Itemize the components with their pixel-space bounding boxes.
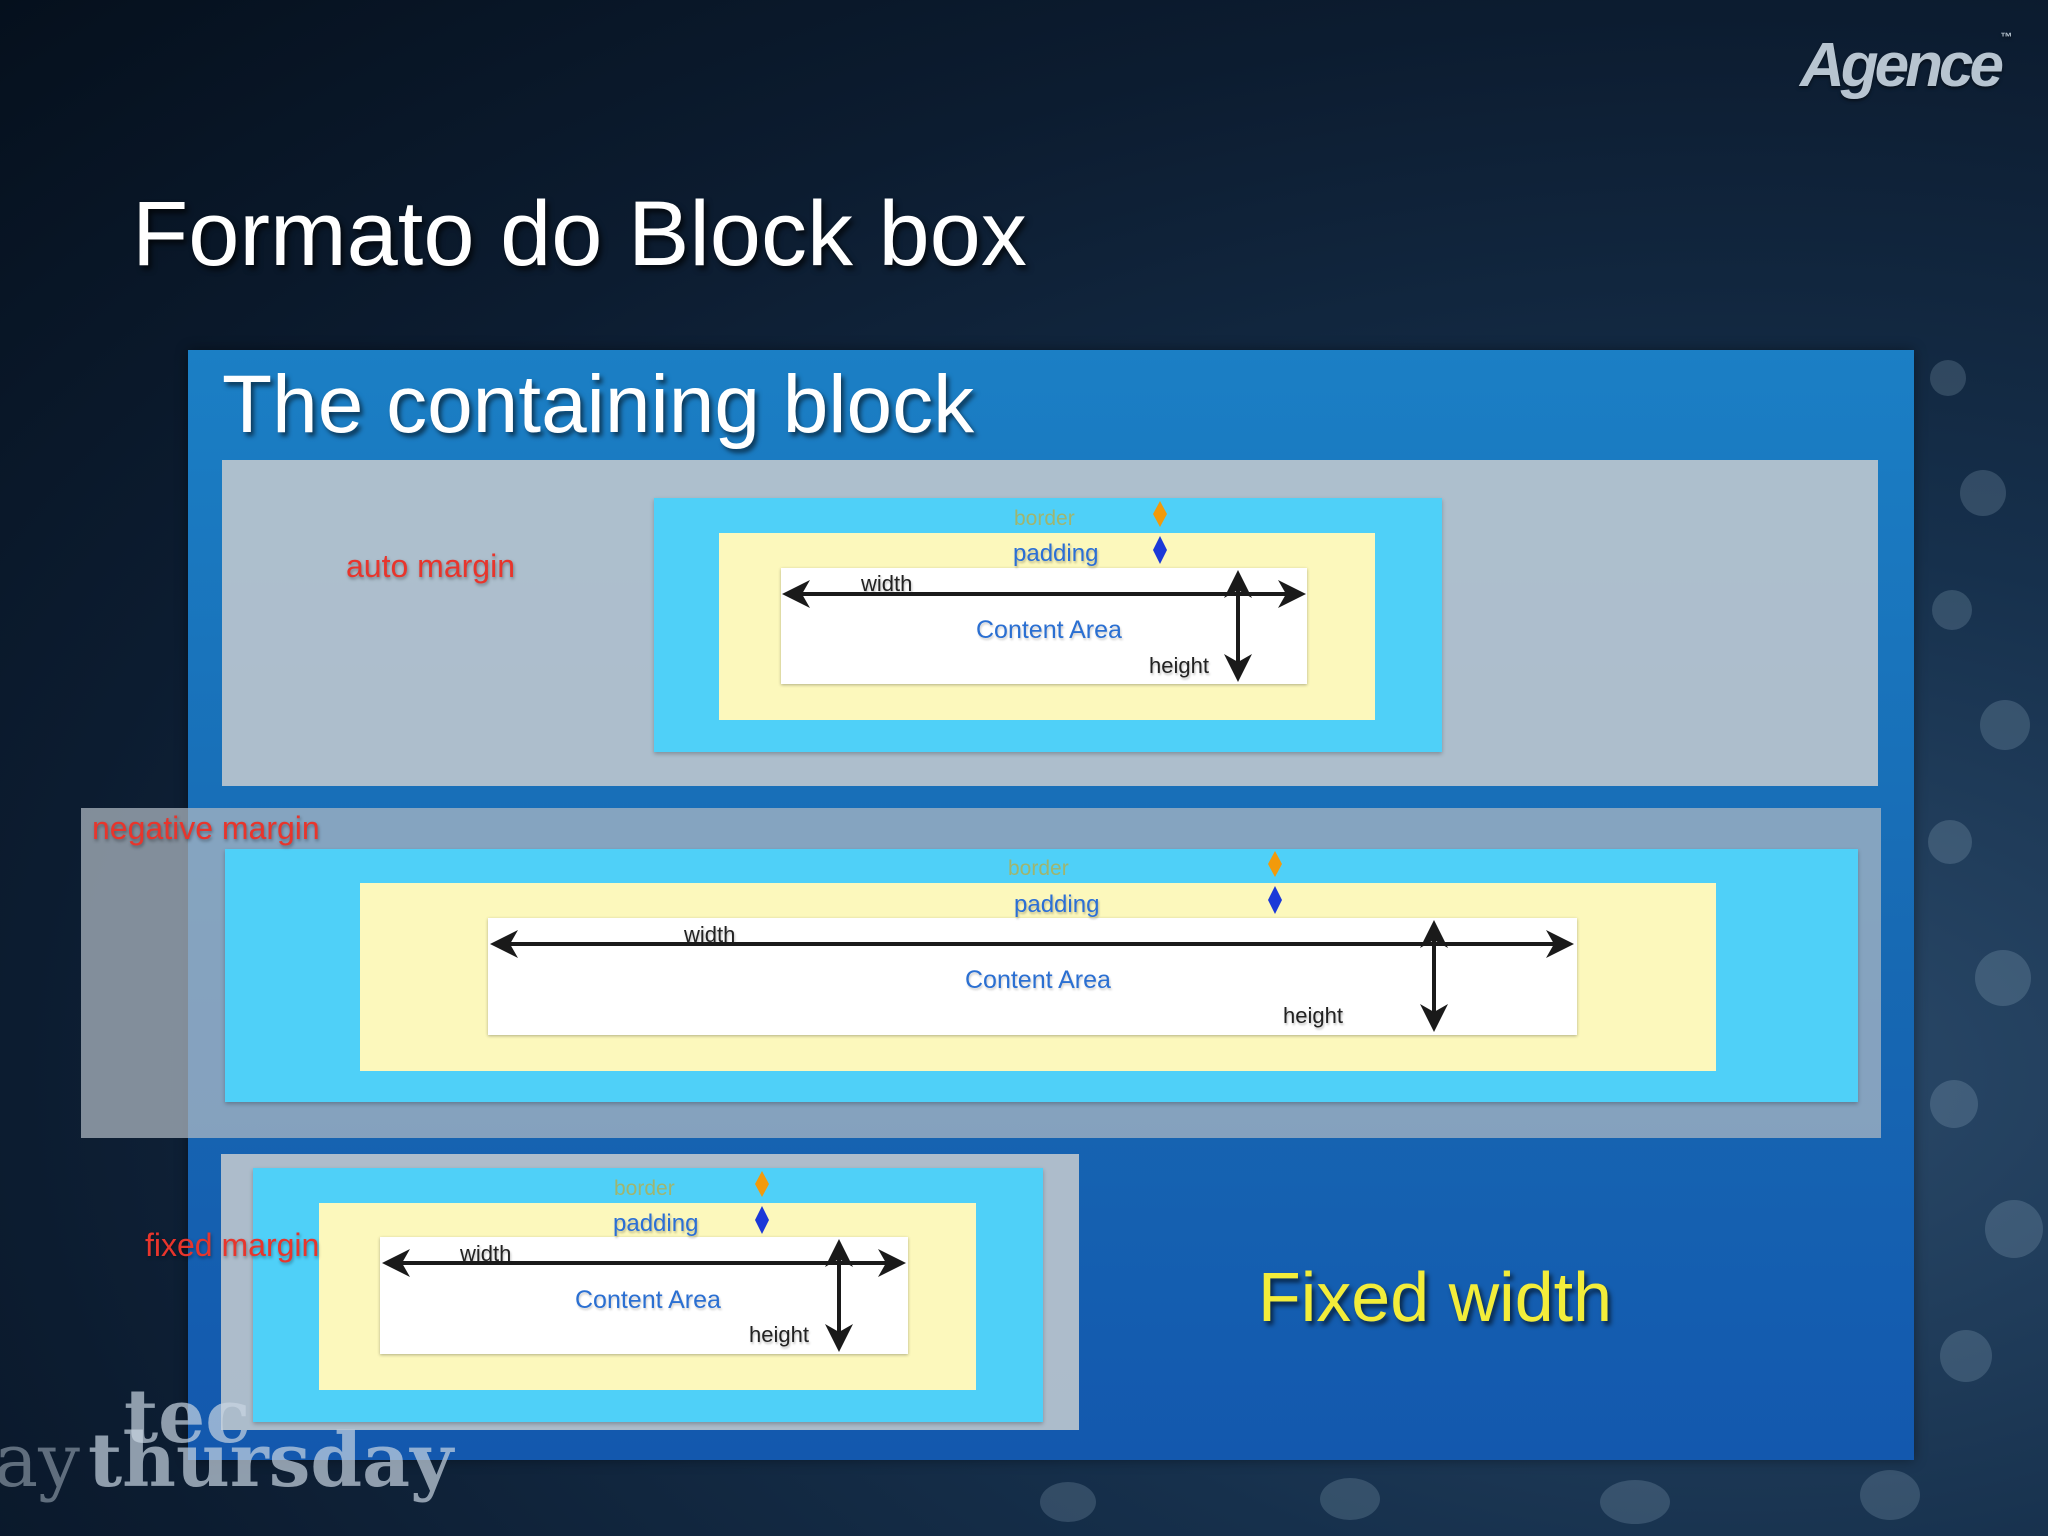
fixed-margin-label: fixed margin [145,1227,320,1263]
padding-label: padding [1013,540,1099,567]
border-arrow [1268,851,1282,877]
border-arrow [1153,501,1167,527]
height-label: height [1149,653,1209,678]
agence-logo: Agence™ [1800,30,2012,100]
watermark: tec ay thursday [0,1380,2048,1536]
slide-title: Formato do Block box [132,183,1027,285]
auto-margin-label: auto margin [346,548,515,584]
border-label: border [614,1177,675,1200]
fixed-width-label: Fixed width [1258,1258,1613,1336]
negative-margin-label: negative margin [92,810,320,846]
watermark-prefix: ay [0,1418,80,1504]
border-arrow [755,1171,769,1197]
containing-block-title: The containing block [222,359,975,450]
watermark-line2: thursday [88,1418,454,1504]
padding-label: padding [613,1210,699,1237]
content-area-label: Content Area [575,1286,721,1314]
height-label: height [1283,1003,1343,1028]
border-label: border [1014,507,1075,530]
padding-label: padding [1014,891,1100,918]
content-area-label: Content Area [976,616,1122,644]
padding-arrow [755,1206,769,1234]
padding-arrow [1153,536,1167,564]
watermark-line1: tec [124,1374,251,1460]
padding-arrow [1268,886,1282,914]
content-area-label: Content Area [965,966,1111,994]
height-label: height [749,1322,809,1347]
border-label: border [1008,857,1069,880]
